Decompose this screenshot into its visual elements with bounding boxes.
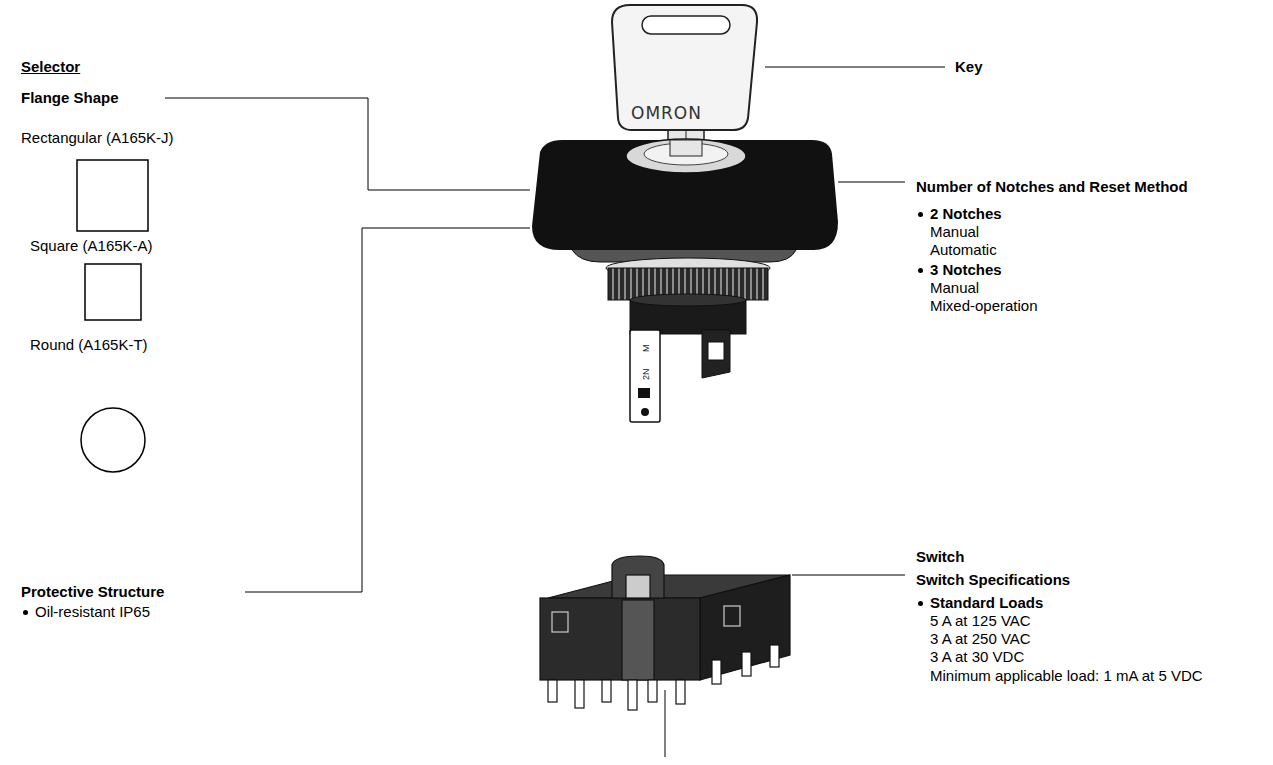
switch-barrel <box>606 258 770 422</box>
section-heading: Selector <box>21 58 80 76</box>
rectangular-flange <box>77 160 148 231</box>
shape-name: Rectangular (A165K-J) <box>21 129 174 147</box>
bullet-dot <box>23 610 28 615</box>
round-flange <box>81 408 145 472</box>
spec-item: 5 A at 125 VAC <box>930 612 1031 630</box>
spec-item: Automatic <box>930 241 997 259</box>
callout-heading: Number of Notches and Reset Method <box>916 178 1188 196</box>
leader-lines <box>165 67 945 757</box>
key <box>612 5 757 160</box>
callout-heading: Protective Structure <box>21 583 164 601</box>
terminal-marking: M <box>641 345 651 353</box>
spec-item: Manual <box>930 223 979 241</box>
callout-heading: Flange Shape <box>21 89 119 107</box>
spec-heading: 3 Notches <box>930 261 1002 279</box>
flange-body <box>532 139 838 262</box>
shape-name: Square (A165K-A) <box>30 237 153 255</box>
bullet-dot <box>918 212 923 217</box>
bullet-dot <box>918 268 923 273</box>
callout-heading: Switch <box>916 548 964 566</box>
brand-logo: OMRON <box>631 104 702 122</box>
spec-heading: Standard Loads <box>930 594 1043 612</box>
switch-block <box>540 556 790 710</box>
callout-heading: Key <box>955 58 983 76</box>
spec-item: Manual <box>930 279 979 297</box>
square-flange <box>85 264 141 320</box>
spec-item: 3 A at 30 VDC <box>930 648 1024 666</box>
shape-name: Round (A165K-T) <box>30 336 148 354</box>
spec-item: Minimum applicable load: 1 mA at 5 VDC <box>930 667 1203 685</box>
spec-heading: 2 Notches <box>930 205 1002 223</box>
callout-heading: Switch Specifications <box>916 571 1070 589</box>
terminal-marking: 2N <box>641 368 651 380</box>
spec-item: Oil-resistant IP65 <box>35 603 150 621</box>
spec-item: Mixed-operation <box>930 297 1038 315</box>
spec-item: 3 A at 250 VAC <box>930 630 1031 648</box>
bullet-dot <box>918 601 923 606</box>
